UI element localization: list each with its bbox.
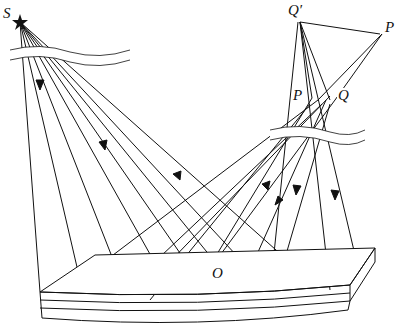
point-label: Q [337, 88, 350, 103]
point-label: P [384, 20, 395, 35]
point-label: O [211, 266, 224, 281]
point-label: P [292, 88, 303, 103]
source-star [12, 14, 28, 30]
point-label: S [2, 6, 12, 21]
point-label: Q′ [287, 3, 303, 18]
